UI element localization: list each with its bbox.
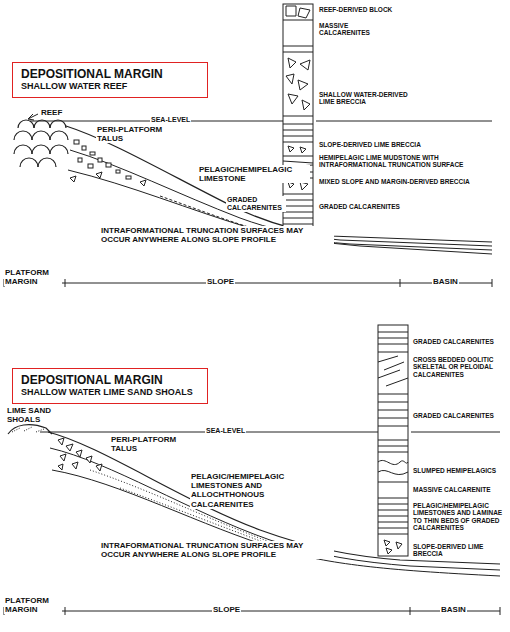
title-subheading: SHALLOW WATER LIME SAND SHOALS	[21, 387, 199, 399]
zone-label: BASIN	[432, 277, 459, 286]
column-label: REEF-DERIVED BLOCK	[318, 6, 490, 13]
feature-label: LIME SAND SHOALS	[6, 406, 60, 424]
column-label: SHALLOW WATER-DERIVED LIME BRECCIA	[318, 91, 416, 106]
title-heading: DEPOSITIONAL MARGIN	[21, 67, 199, 81]
sea-level-label: SEA-LEVEL	[205, 427, 246, 435]
zone-label: PLATFORM MARGIN	[4, 268, 62, 286]
title-heading: DEPOSITIONAL MARGIN	[21, 373, 199, 387]
feature-label: REEF	[40, 108, 63, 117]
column-label: MASSIVE CALCARENITES	[318, 22, 392, 37]
zone-label: BASIN	[440, 605, 467, 614]
note-label: INTRAFORMATIONAL TRUNCATION SURFACES MAY…	[100, 541, 334, 559]
sea-level-label: SEA-LEVEL	[150, 116, 191, 124]
title-subheading: SHALLOW WATER REEF	[21, 81, 199, 93]
title-box: DEPOSITIONAL MARGINSHALLOW WATER REEF	[12, 62, 208, 98]
feature-label: PELAGIC/HEMIPELAGIC LIMESTONE	[198, 165, 310, 183]
column-label: SLOPE-DERIVED LIME BRECCIA	[318, 141, 490, 148]
column-label: GRADED CALCARENITES	[412, 338, 506, 345]
note-label: INTRAFORMATIONAL TRUNCATION SURFACES MAY…	[100, 226, 334, 244]
column-label: GRADED CALCARENITES	[318, 203, 490, 210]
column-label: GRADED CALCARENITES	[412, 412, 506, 419]
feature-label: PERI-PLATFORM TALUS	[96, 125, 176, 143]
zone-label: PLATFORM MARGIN	[4, 596, 62, 614]
column-label: CROSS BEDDED OOLITIC SKELETAL OR PELOIDA…	[412, 356, 506, 378]
feature-label: PELAGIC/HEMIPELAGIC LIMESTONES AND ALLOC…	[190, 472, 304, 509]
zone-label: SLOPE	[212, 605, 241, 614]
column-label: HEMIPELAGIC LIME MUDSTONE WITH INTRAFORM…	[318, 154, 470, 169]
column-label: MASSIVE CALCARENITE	[412, 486, 506, 493]
feature-label: PERI-PLATFORM TALUS	[110, 435, 190, 453]
column-label: PELAGIC/HEMIPELAGIC LIMESTONES AND LAMIN…	[412, 502, 506, 532]
zone-label: SLOPE	[206, 277, 235, 286]
column-label: SLUMPED HEMIPELAGICS	[412, 467, 506, 474]
feature-label: GRADED CALCARENITES	[226, 196, 286, 212]
column-label: MIXED SLOPE AND MARGIN-DERIVED BRECCIA	[318, 178, 505, 185]
title-box: DEPOSITIONAL MARGINSHALLOW WATER LIME SA…	[12, 368, 208, 404]
column-label: SLOPE-DERIVED LIME BRECCIA	[412, 543, 506, 558]
